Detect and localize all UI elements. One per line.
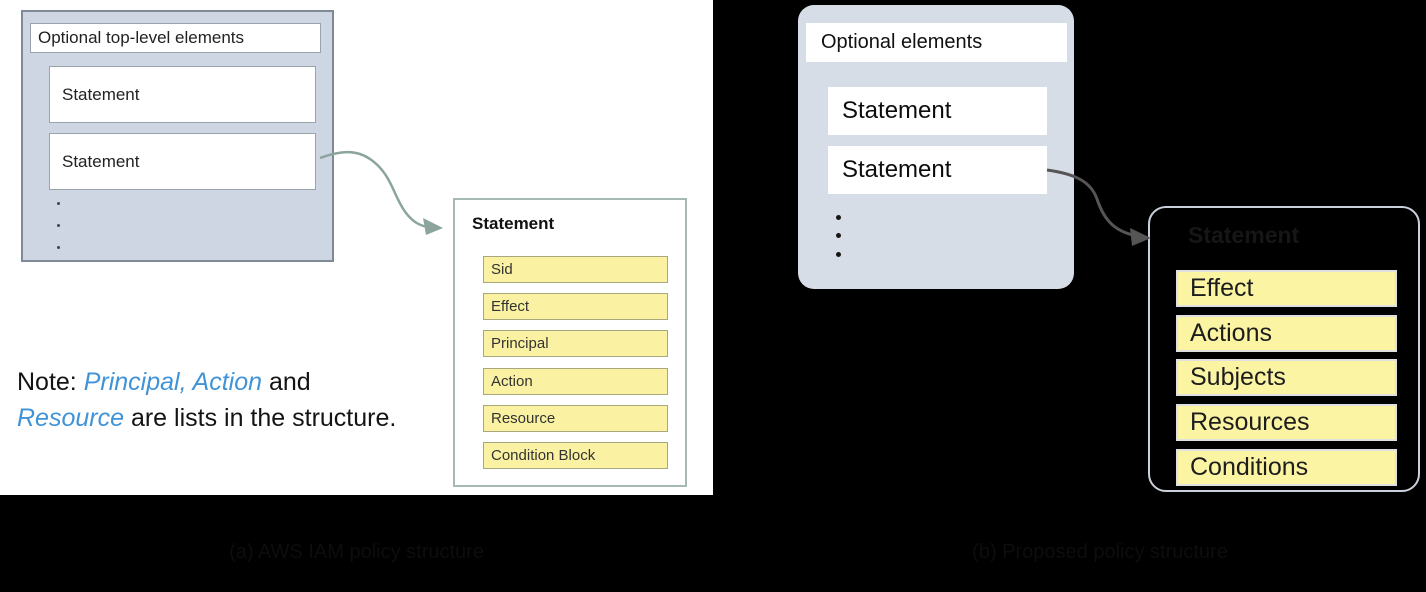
ellipsis-dot xyxy=(836,233,841,238)
left-policy-container: Optional top-level elements Statement St… xyxy=(21,10,334,262)
field-label: Condition Block xyxy=(491,447,596,464)
field-label: Conditions xyxy=(1190,453,1309,481)
statement-label: Statement xyxy=(842,97,952,124)
optional-elements-label: Optional elements xyxy=(821,31,983,53)
field-row-conditions: Conditions xyxy=(1176,449,1397,486)
ellipsis-dot xyxy=(836,215,841,220)
statement-label: Statement xyxy=(62,151,140,171)
field-label: Effect xyxy=(1190,274,1254,302)
right-figure-caption: (b) Proposed policy structure xyxy=(972,541,1228,563)
note-text: Note: Principal, Action and Resource are… xyxy=(17,364,477,436)
field-label: Effect xyxy=(491,298,530,315)
ellipsis-dot xyxy=(57,246,60,249)
left-statement-detail-box: Statement Sid Effect Principal Action Re… xyxy=(453,198,687,487)
optional-top-level-elements-box: Optional top-level elements xyxy=(30,23,321,53)
field-row-effect: Effect xyxy=(483,293,668,320)
field-label: Action xyxy=(491,373,533,390)
field-row-actions: Actions xyxy=(1176,315,1397,352)
ellipsis-dot xyxy=(57,202,60,205)
statement-detail-title: Statement xyxy=(1188,222,1300,248)
field-row-condition-block: Condition Block xyxy=(483,442,668,469)
right-statement-detail-box: Statement Effect Actions Subjects Resour… xyxy=(1148,206,1420,492)
field-row-effect: Effect xyxy=(1176,270,1397,307)
field-row-subjects: Subjects xyxy=(1176,359,1397,396)
statement-box-2: Statement xyxy=(828,146,1047,194)
field-row-resource: Resource xyxy=(483,405,668,432)
note-emphasis-principal-action: Principal, Action xyxy=(83,368,263,396)
field-label: Resources xyxy=(1190,408,1310,436)
field-label: Actions xyxy=(1190,319,1272,347)
optional-top-level-elements-label: Optional top-level elements xyxy=(38,28,245,47)
ellipsis-dot xyxy=(57,224,60,227)
statement-box-1: Statement xyxy=(49,66,316,123)
note-prefix: Note: xyxy=(17,368,84,396)
note-suffix: are lists in the structure. xyxy=(124,404,397,432)
field-label: Subjects xyxy=(1190,363,1286,391)
statement-label: Statement xyxy=(842,156,952,183)
field-label: Sid xyxy=(491,261,513,278)
left-figure-caption: (a) AWS IAM policy structure xyxy=(229,541,484,563)
statement-box-2: Statement xyxy=(49,133,316,190)
right-policy-container: Optional elements Statement Statement xyxy=(798,5,1074,289)
note-connector: and xyxy=(262,368,311,396)
field-label: Resource xyxy=(491,410,556,427)
note-emphasis-resource: Resource xyxy=(17,404,124,432)
field-label: Principal xyxy=(491,335,549,352)
ellipsis-dot xyxy=(836,252,841,257)
optional-elements-box: Optional elements xyxy=(806,23,1067,62)
field-row-sid: Sid xyxy=(483,256,668,283)
field-row-action: Action xyxy=(483,368,668,395)
field-row-principal: Principal xyxy=(483,330,668,357)
statement-label: Statement xyxy=(62,84,140,104)
field-row-resources: Resources xyxy=(1176,404,1397,441)
statement-box-1: Statement xyxy=(828,87,1047,135)
statement-detail-title: Statement xyxy=(472,214,555,233)
